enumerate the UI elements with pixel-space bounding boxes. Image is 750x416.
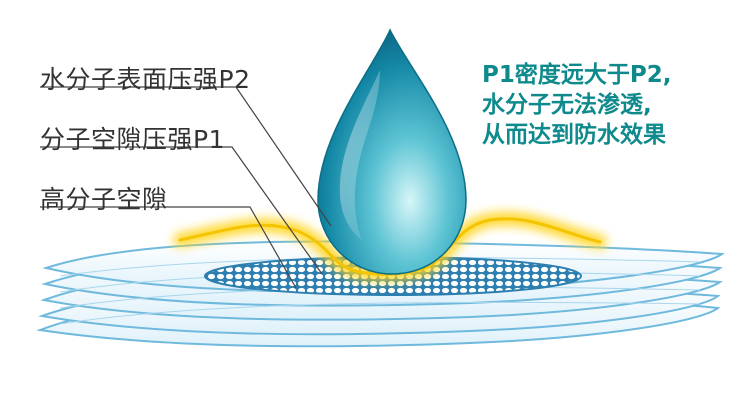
label-polymer-pores: 高分子空隙: [40, 185, 168, 214]
leader-line-surface-pressure: [40, 86, 332, 227]
leader-line-pore-pressure: [40, 146, 323, 275]
description-line-3: 从而达到防水效果: [482, 122, 666, 148]
description-line-1: P1密度远大于P2,: [482, 62, 672, 88]
leader-line-polymer-pores: [40, 206, 297, 289]
leader-lines: [40, 86, 332, 289]
description-line-2: 水分子无法渗透,: [482, 92, 652, 118]
label-surface-pressure: 水分子表面压强P2: [40, 65, 251, 94]
water-drop-icon: [317, 28, 467, 275]
label-pore-pressure: 分子空隙压强P1: [40, 125, 225, 154]
